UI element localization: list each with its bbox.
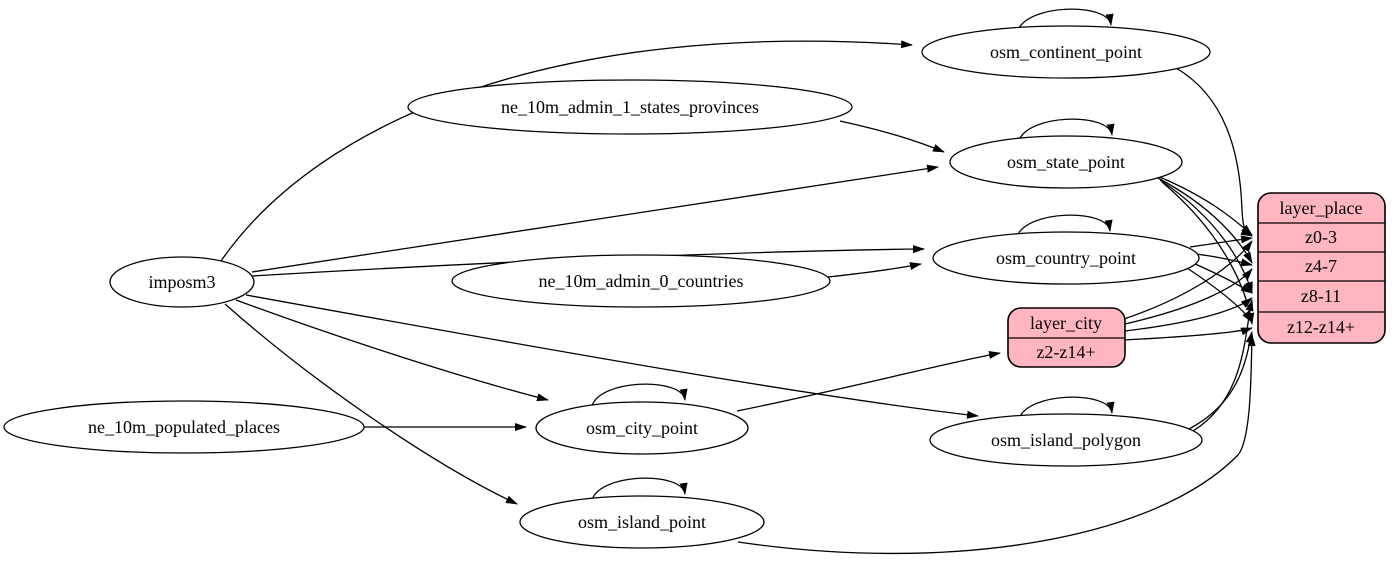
node-layer-place-shape: [1257, 192, 1386, 344]
node-osm-state-point: osm_state_point: [949, 135, 1183, 189]
self-loop-osm-city-point: [591, 383, 688, 407]
node-ne-10m-populated-places-shape: [3, 400, 365, 454]
node-osm-island-polygon-shape: [929, 413, 1203, 467]
node-ne-10m-admin-0-label: ne_10m_admin_0_countries: [539, 271, 744, 291]
edge-layer-city-to-layer-place-z0-3: [1123, 240, 1253, 320]
self-loop-osm-continent-point: [1017, 8, 1114, 32]
node-osm-continent-point-shape: [921, 25, 1211, 79]
node-osm-island-polygon-label: osm_island_polygon: [991, 430, 1141, 450]
self-loop-osm-state-point: [1018, 118, 1115, 142]
node-imposm3-label: imposm3: [148, 272, 215, 292]
node-ne-10m-admin-1-label: ne_10m_admin_1_states_provinces: [501, 97, 759, 117]
node-ne-10m-admin-0-countries: ne_10m_admin_0_countries: [451, 254, 831, 308]
node-osm-country-point-shape: [932, 231, 1200, 285]
node-imposm3: imposm3: [109, 256, 255, 308]
layer-place-row-z8-11: z8-11: [1301, 286, 1341, 306]
self-loop-osm-country-point: [1016, 214, 1113, 238]
node-osm-country-point: osm_country_point: [932, 231, 1200, 285]
edge-osm-island-point-to-layer-place-z12-z14: [737, 334, 1256, 555]
node-imposm3-shape: [109, 256, 255, 308]
edge-osm-city-point-to-layer-city-z2-z14: [736, 351, 1001, 412]
edge-layer-city-to-layer-place-z4-7: [1124, 268, 1253, 325]
node-osm-island-polygon: osm_island_polygon: [929, 413, 1203, 467]
edge-layer-city-to-layer-place-z12-z14: [1123, 327, 1253, 341]
node-osm-city-point-shape: [535, 401, 749, 455]
node-osm-island-point-label: osm_island_point: [578, 512, 706, 532]
edge-osm-state-point-to-layer-place-z4-7: [1157, 177, 1253, 264]
node-osm-city-point: osm_city_point: [535, 401, 749, 455]
node-layer-place-title: layer_place: [1280, 198, 1363, 218]
node-osm-island-point: osm_island_point: [519, 495, 765, 549]
edge-imposm3-to-osm-continent-point: [220, 40, 913, 262]
node-layer-city: layer_city z2-z14+: [1007, 307, 1126, 368]
edge-ne-10m-admin-1-to-osm-state-point: [839, 120, 945, 153]
node-layer-place: layer_place z0-3 z4-7 z8-11 z12-z14+: [1257, 192, 1386, 344]
edge-osm-country-point-to-layer-place-z12-z14: [1186, 267, 1253, 323]
layer-place-row-z4-7: z4-7: [1305, 256, 1337, 276]
edge-osm-country-point-to-layer-place-z4-7: [1195, 253, 1253, 267]
layer-place-row-z12-z14: z12-z14+: [1287, 317, 1355, 337]
node-layer-city-title: layer_city: [1030, 313, 1102, 333]
node-ne-10m-admin-0-shape: [451, 254, 831, 308]
edge-osm-continent-point-to-layer-place-z0-3: [1175, 67, 1253, 237]
edge-imposm3-to-osm-island-polygon: [245, 294, 979, 419]
edge-osm-island-polygon-to-layer-place-z8-11: [1192, 299, 1254, 432]
layer-city-row-z2-z14: z2-z14+: [1036, 342, 1095, 362]
node-osm-island-point-shape: [519, 495, 765, 549]
edge-osm-island-polygon-to-layer-place-z12-z14: [1188, 331, 1254, 430]
node-osm-city-point-label: osm_city_point: [586, 418, 698, 438]
self-loop-osm-island-polygon: [1018, 396, 1115, 420]
edge-osm-state-point-to-layer-place-z0-3: [1154, 174, 1253, 236]
node-osm-country-point-label: osm_country_point: [996, 248, 1136, 268]
edge-imposm3-to-osm-city-point: [235, 299, 549, 402]
edge-osm-country-point-to-layer-place-z0-3: [1189, 235, 1253, 248]
self-loop-osm-island-point: [591, 477, 688, 501]
edge-osm-state-point-to-layer-place-z8-11: [1159, 179, 1253, 294]
node-osm-state-point-label: osm_state_point: [1007, 152, 1125, 172]
node-osm-state-point-shape: [949, 135, 1183, 189]
node-ne-10m-admin-1-shape: [407, 79, 853, 135]
node-ne-10m-populated-places: ne_10m_populated_places: [3, 400, 365, 454]
edge-imposm3-to-osm-island-point: [224, 303, 518, 505]
layer-place-row-z0-3: z0-3: [1305, 227, 1337, 247]
edge-ne-10m-admin-0-to-osm-country-point: [827, 262, 922, 278]
edge-imposm3-to-osm-state-point: [251, 164, 939, 273]
node-ne-10m-admin-1-states-provinces: ne_10m_admin_1_states_provinces: [407, 79, 853, 135]
node-osm-continent-point-label: osm_continent_point: [990, 42, 1142, 62]
node-osm-continent-point: osm_continent_point: [921, 25, 1211, 79]
node-ne-10m-populated-places-label: ne_10m_populated_places: [88, 417, 280, 437]
edge-osm-country-point-to-layer-place-z8-11: [1192, 262, 1253, 294]
edge-layer: [220, 8, 1256, 555]
